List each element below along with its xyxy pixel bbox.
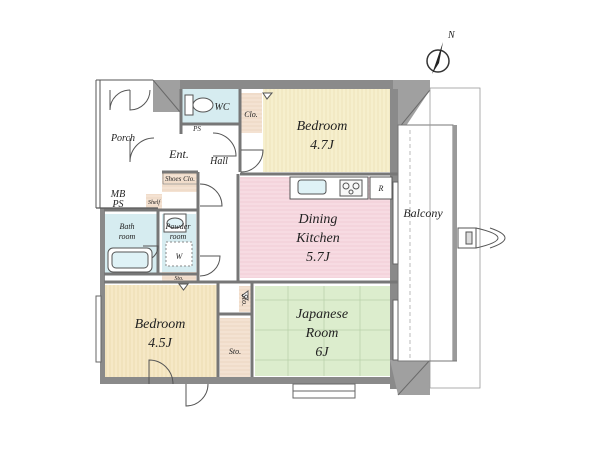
interior-walls (104, 89, 398, 377)
bedroom-top-name: Bedroom (297, 119, 348, 134)
fixtures (107, 92, 393, 301)
compass: N (426, 30, 456, 74)
dining-kitchen-line1: Dining (298, 212, 338, 227)
powder-line1: Powder (165, 222, 192, 231)
storage-small-name: Sto. (174, 276, 183, 282)
washer-label: W (176, 252, 184, 261)
closet-floor (240, 93, 262, 133)
shoes-closet-floor (162, 172, 198, 192)
washbasin-icon (163, 213, 187, 233)
mbps-line2: PS (111, 199, 123, 210)
washer-area-icon (165, 241, 193, 267)
compass-ring (426, 49, 450, 73)
sto-small-floor (162, 272, 196, 282)
japanese-room-line1: Japanese (296, 307, 348, 322)
refrigerator-icon (369, 176, 393, 200)
sto-arrow-icon (178, 283, 189, 291)
closet-arrow-icon (262, 92, 274, 100)
toilet-icon (184, 94, 214, 116)
shelf-name: Shelf (148, 199, 161, 206)
kitchen-counter-icon (289, 176, 369, 200)
closet-name: Clo. (244, 110, 258, 119)
storage-vertical-name: Sto. (240, 294, 249, 306)
balcony (397, 87, 506, 389)
storage-room-floor (220, 318, 250, 378)
sto-vertical-arrow-icon (241, 290, 249, 301)
bathtub-icon (107, 247, 153, 273)
dining-kitchen-size: 5.7J (306, 250, 331, 265)
powder-line2: room (170, 232, 187, 241)
north-label: N (447, 30, 456, 41)
bedroom-left-name: Bedroom (135, 317, 186, 332)
storage-room-name: Sto. (229, 347, 241, 356)
hall-name: Hall (209, 156, 228, 167)
mbps-line1: MB (110, 189, 125, 200)
shelf-floor (146, 194, 162, 210)
porch-name: Porch (110, 133, 135, 144)
entrance-name: Ent. (168, 147, 189, 161)
wc-name: WC (215, 102, 230, 113)
windows (95, 181, 399, 399)
bedroom-left-size: 4.5J (148, 336, 173, 351)
bedroom-top-size: 4.7J (310, 138, 335, 153)
dining-kitchen-line2: Kitchen (295, 231, 340, 246)
ac-unit-icon (457, 227, 506, 249)
balcony-name: Balcony (403, 206, 443, 220)
bath-line1: Bath (119, 222, 134, 231)
bath-line2: room (119, 232, 136, 241)
bedroom-left-floor (104, 285, 218, 377)
shoes-closet-name: Shoes Clo. (165, 175, 195, 183)
japanese-room-size: 6J (315, 345, 329, 360)
ps-name: PS (192, 125, 201, 133)
japanese-room-line2: Room (305, 326, 339, 341)
compass-arrow-icon (432, 42, 443, 74)
bedroom-top-floor (263, 89, 390, 172)
japanese-room-floor (255, 286, 391, 376)
refrigerator-label: R (378, 184, 384, 193)
